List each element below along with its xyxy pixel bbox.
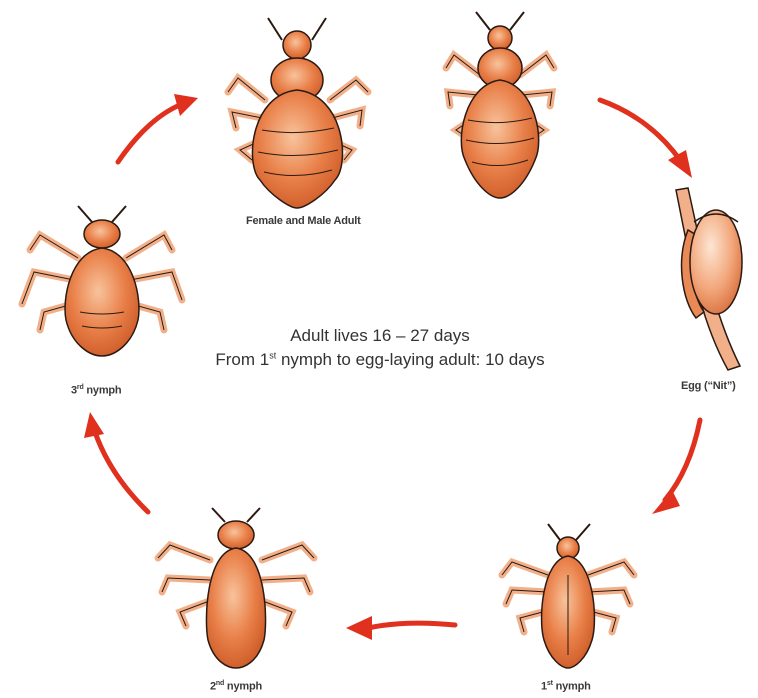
label-third-nymph: 3rd nymph [71,384,121,397]
center-text-lifespan: Adult lives 16 – 27 days [190,326,570,346]
label-second-nymph-sup: nd [216,680,224,687]
label-first-nymph: 1st nymph [541,680,591,693]
egg-nit [676,188,742,370]
label-second-nymph: 2nd nymph [210,680,262,693]
second-nymph-louse [158,508,314,668]
arrowhead-nymph1-to-nymph2 [346,616,372,640]
label-second-nymph-word: nymph [224,681,262,693]
label-first-nymph-word: nymph [553,681,591,693]
male-adult-louse [446,12,554,198]
third-nymph-louse [22,206,182,356]
female-adult-louse [228,18,368,208]
center-text-development: From 1st nymph to egg-laying adult: 10 d… [190,350,570,370]
arrowhead-adult-to-egg [668,150,692,178]
label-third-nymph-sup: rd [77,384,84,391]
arrowhead-egg-to-nymph1 [652,490,680,514]
label-third-nymph-word: nymph [84,385,122,397]
arrow-adult-to-egg [600,100,680,160]
arrow-nymph2-to-nymph3 [95,432,148,512]
first-nymph-louse [502,524,634,668]
arrow-nymph3-to-adult [118,104,182,162]
center-text-development-pre: From 1 [215,350,269,369]
arrowhead-nymph2-to-nymph3 [84,412,104,438]
center-text-development-post: nymph to egg-laying adult: 10 days [276,350,544,369]
label-egg: Egg (“Nit”) [681,380,736,392]
arrowhead-nymph3-to-adult [174,94,198,116]
arrow-nymph1-to-nymph2 [368,623,455,628]
label-adult: Female and Male Adult [246,215,361,227]
arrow-egg-to-nymph1 [665,420,700,500]
